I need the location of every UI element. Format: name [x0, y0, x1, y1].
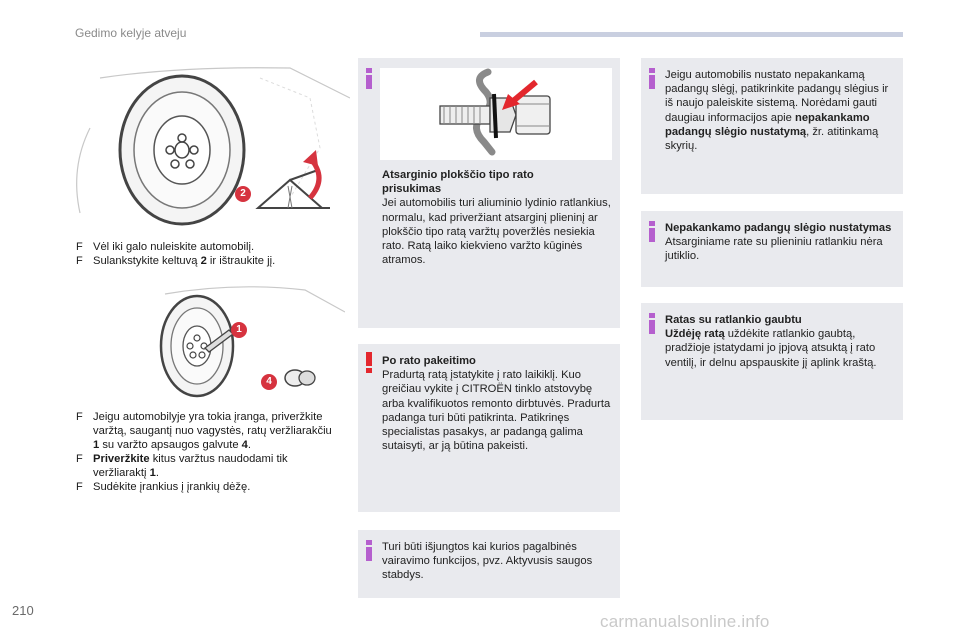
driving-aids-text: Turi būti išjungtos kai kurios pagalbinė…: [382, 541, 593, 582]
wheel-trim-text: Ratas su ratlankio gaubtu Uždėję ratą už…: [665, 313, 893, 370]
bolt-washer-illustration: [439, 68, 551, 156]
info-icon: [649, 313, 655, 334]
wrench-callout-number: 1: [236, 324, 242, 335]
box-title: Ratas su ratlankio gaubtu: [665, 314, 802, 326]
bullet-arrow-icon: F: [76, 453, 83, 465]
page-number: 210: [12, 603, 34, 618]
jack-callout-number: 2: [240, 188, 246, 199]
info-icon: [649, 221, 655, 242]
info-box-wheel-trim: Ratas su ratlankio gaubtu Uždėję ratą už…: [641, 303, 903, 420]
spare-wheel-text: Atsarginio plokščio tipo rato prisukimas…: [382, 168, 614, 267]
bullet-arrow-icon: F: [76, 255, 83, 267]
box-body: Atsarginiame rate su plieniniu ratlankiu…: [665, 236, 883, 263]
box-body: Jei automobilis turi aliuminio lydinio r…: [382, 197, 611, 267]
pressure-detection-text: Nepakankamo padangų slėgio nustatymas At…: [665, 221, 893, 264]
bullet-arrow-icon: F: [76, 481, 83, 493]
info-box-driving-aids: Turi būti išjungtos kai kurios pagalbinė…: [358, 530, 620, 598]
info-box-low-pressure: Jeigu automobilis nustato nepakankamą pa…: [641, 58, 903, 194]
warning-box-after-change: Po rato pakeitimo Pradurtą ratą įstatyki…: [358, 344, 620, 512]
info-icon: [366, 540, 372, 561]
watermark: carmanualsonline.info: [600, 612, 770, 631]
wheel-wrench-illustration: [159, 286, 345, 398]
bolt-illustration-frame: [380, 68, 612, 160]
section-title: Gedimo kelyje atveju: [75, 26, 187, 40]
box-body: Pradurtą ratą įstatykite į rato laikiklį…: [382, 369, 611, 453]
cap-callout-number: 4: [266, 376, 272, 387]
after-change-text: Po rato pakeitimo Pradurtą ratą įstatyki…: [382, 354, 614, 453]
info-box-spare-wheel: Atsarginio plokščio tipo rato prisukimas…: [358, 58, 620, 328]
low-pressure-text: Jeigu automobilis nustato nepakankamą pa…: [665, 69, 889, 153]
box-title: Nepakankamo padangų slėgio nustatymas: [665, 222, 892, 234]
info-icon: [649, 68, 655, 89]
bullet-arrow-icon: F: [76, 411, 83, 423]
wheel-jack-illustration: [76, 67, 350, 226]
warning-icon: [366, 352, 372, 374]
info-icon: [366, 68, 372, 89]
box-title: Po rato pakeitimo: [382, 355, 476, 367]
box-title-cont: prisukimas: [382, 183, 442, 196]
info-box-pressure-detection: Nepakankamo padangų slėgio nustatymas At…: [641, 211, 903, 287]
bullet-arrow-icon: F: [76, 241, 83, 253]
box-title: Atsarginio plokščio tipo rato: [382, 169, 534, 181]
header-bar: [480, 32, 903, 37]
